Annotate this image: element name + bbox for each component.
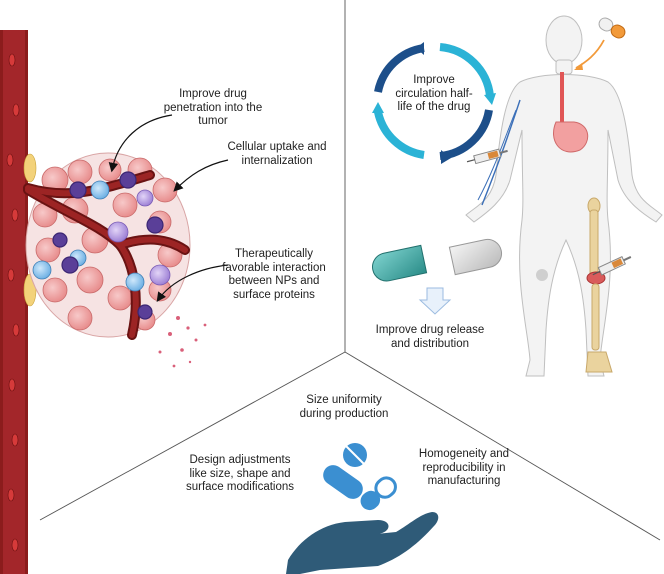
capsule-icon	[574, 17, 626, 70]
tumor-penetration-label: Improve drug penetration into the tumor	[163, 88, 263, 127]
tumor-cells-icon	[23, 152, 207, 368]
release-label: Improve drug release and distribution	[375, 324, 485, 350]
open-capsule-icon	[372, 238, 502, 315]
homogeneity-label: Homogeneity and reproducibility in manuf…	[418, 448, 510, 487]
blood-vessel-icon	[0, 30, 37, 574]
hand-with-pills-icon	[286, 443, 439, 574]
size-uniformity-label: Size uniformity during production	[299, 394, 389, 420]
human-body-icon	[465, 15, 663, 377]
surface-interaction-label: Therapeutically favorable interaction be…	[222, 248, 326, 301]
circulation-label: Improve circulation half-life of the dru…	[395, 74, 473, 113]
cycle-arrows-icon	[372, 42, 496, 164]
syringe-icon	[466, 148, 632, 276]
section-dividers	[39, 0, 661, 541]
design-adjustments-label: Design adjustments like size, shape and …	[185, 454, 295, 493]
cellular-uptake-label: Cellular uptake and internalization	[227, 141, 327, 167]
tumor-label-arrows	[108, 114, 229, 302]
